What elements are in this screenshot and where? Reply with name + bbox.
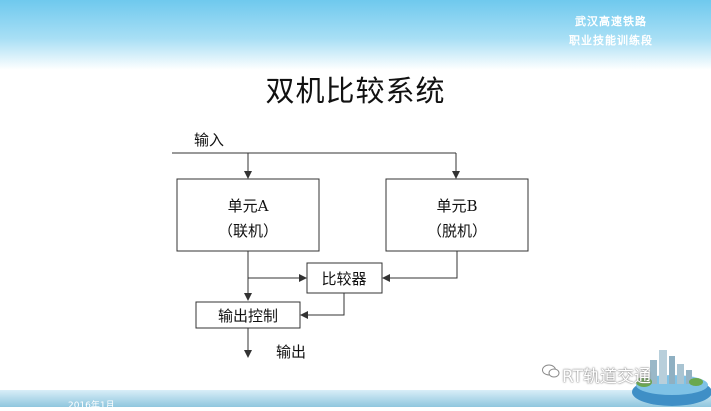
comparator-label: 比较器: [321, 270, 366, 288]
output-label: 输出: [276, 343, 306, 361]
footer-date: 2016年1月: [68, 401, 115, 411]
unit-b-state: （脱机）: [427, 222, 487, 240]
brand-logo-text: 武汉高速铁路 职业技能训练段: [569, 12, 653, 50]
unit-b-to-comparator-arrow: [382, 251, 458, 282]
output-control-label: 输出控制: [218, 307, 278, 325]
unit-a-name: 单元A: [228, 197, 269, 215]
brand-line-1: 武汉高速铁路: [575, 15, 647, 28]
city-globe-icon: [632, 350, 711, 406]
footer-band: [0, 390, 711, 407]
wechat-icon: [542, 364, 560, 378]
slide-title: 双机比较系统: [265, 74, 446, 108]
unit-b-box: [385, 178, 529, 252]
input-label: 输入: [194, 131, 224, 149]
unit-b-name: 单元B: [436, 197, 477, 215]
watermark-text: RT轨道交通: [562, 367, 651, 387]
unit-a-state: （联机）: [218, 222, 278, 240]
brand-line-2: 职业技能训练段: [569, 34, 653, 47]
comparator-to-output-control-arrow: [300, 293, 345, 319]
header-band: [0, 0, 711, 70]
unit-a-box: [176, 178, 320, 252]
